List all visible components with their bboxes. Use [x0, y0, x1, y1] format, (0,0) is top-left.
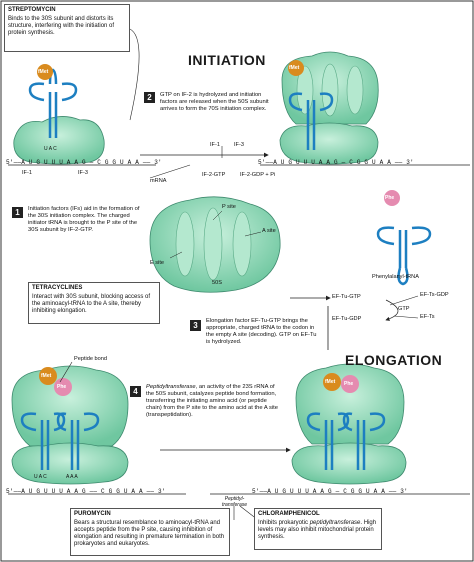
- tetracyclines-box: TETRACYCLINES Interact with 30S subunit,…: [28, 282, 160, 324]
- trna-bottom-right: [306, 412, 386, 470]
- a-site-leader: [244, 231, 262, 237]
- ribosome-70s-top-right: [279, 51, 379, 165]
- if1-label-left: IF-1: [22, 170, 32, 176]
- chloramphenicol-em: peptidyltransferase: [309, 520, 361, 526]
- mrna-seq-left: 5'——A U G U U U A A G — C G G U A A —— 3…: [6, 159, 162, 166]
- chloramphenicol-text: Inhibits prokaryotic peptidyltransferase…: [258, 520, 378, 541]
- step-4-text: Peptidyltransferase, an activity of the …: [146, 384, 278, 419]
- ef-ts-label: EF-Ts: [420, 314, 435, 320]
- trna-top-left: [28, 68, 78, 138]
- phe-trna-label: Phenylalanyl-tRNA: [372, 274, 419, 280]
- puromycin-text: Bears a structural resemblance to aminoa…: [74, 520, 225, 547]
- if2gdp-label: IF-2-GDP + Pi: [240, 172, 276, 178]
- phe-ball-bottom-left: [54, 378, 72, 396]
- tetracyclines-title: TETRACYCLINES: [32, 285, 83, 291]
- phe-label-2: Phe: [57, 384, 67, 390]
- mrna-pointer: [149, 164, 191, 179]
- peptide-bond-label: Peptide bond: [74, 356, 107, 362]
- step-3-text: Elongation factor EF-Tu-GTP brings the a…: [206, 318, 317, 345]
- fmet-label-4: fMet: [325, 379, 336, 385]
- step-4-badge: 4: [130, 386, 141, 397]
- ef-tu-gdp-label: EF-Tu-GDP: [332, 316, 362, 322]
- step-2-badge: 2: [144, 92, 155, 103]
- mrna-seq-right: 5'——A U G U U U A A G — C G G U A A —— 3…: [258, 159, 414, 166]
- fmet-ball-bottom-left: [39, 367, 57, 385]
- streptomycin-title: STREPTOMYCIN: [8, 7, 56, 13]
- e-site-leader: [169, 251, 183, 259]
- gtp-label: GTP: [398, 306, 410, 312]
- if3-label-left: IF-3: [78, 170, 88, 176]
- streptomycin-pointer: [125, 27, 140, 121]
- trna-top-right: [288, 92, 334, 150]
- fmet-label-1: fMet: [38, 69, 49, 75]
- initiation-title: INITIATION: [188, 52, 266, 68]
- step-4-body: , an activity of the 23S rRNA of the 50S…: [146, 384, 279, 418]
- chloramphenicol-text-2: . High levels may also inhibit mitochond…: [258, 520, 377, 540]
- a-site-label: A site: [262, 228, 276, 234]
- puromycin-box: PUROMYCIN Bears a structural resemblance…: [70, 508, 230, 556]
- ribosome-middle: [149, 196, 281, 293]
- ribosome-bottom-right: [291, 363, 407, 485]
- anticodon-b2: A A A: [66, 474, 78, 480]
- anticodon-b1: U A C: [34, 474, 47, 480]
- fmet-ball-top-left: [37, 64, 53, 80]
- peptidyl-transferase-label: Peptidyl- transferase: [222, 496, 248, 508]
- if1-label-mid: IF-1: [210, 142, 220, 148]
- phe-ball-bottom-right: [341, 375, 359, 393]
- streptomycin-box: STREPTOMYCIN Binds to the 30S subunit an…: [4, 4, 130, 52]
- ef-ts-gdp-leader: [389, 295, 419, 306]
- chloramphenicol-box: CHLORAMPHENICOL Inhibits prokaryotic pep…: [254, 508, 382, 550]
- p-site-label: P site: [222, 204, 236, 210]
- puromycin-title: PUROMYCIN: [74, 511, 111, 517]
- step-4-em: Peptidyltransferase: [146, 384, 196, 390]
- streptomycin-text: Binds to the 30S subunit and distorts it…: [8, 16, 115, 36]
- fmet-ball-top-right: [288, 60, 304, 76]
- step-2-text: GTP on IF-2 is hydrolyzed and initiation…: [160, 92, 269, 112]
- anticodon-top: U A C: [44, 146, 57, 152]
- fmet-ball-bottom-right: [323, 373, 341, 391]
- step-1-text: Initiation factors (IFs) aid in the form…: [28, 206, 140, 233]
- phe-trna: [376, 226, 432, 286]
- fmet-label-3: fMet: [41, 373, 52, 379]
- phe-ball-right: [384, 190, 400, 206]
- elongation-title: ELONGATION: [345, 352, 443, 368]
- step-3-badge: 3: [190, 320, 201, 331]
- mrna-label: mRNA: [150, 178, 167, 184]
- peptide-bond-leader: [59, 361, 73, 383]
- p-site-leader: [212, 210, 223, 221]
- phe-label-3: Phe: [344, 381, 354, 387]
- fmet-label-2: fMet: [289, 65, 300, 71]
- ef-ts-leader: [393, 315, 419, 319]
- step-1-badge: 1: [12, 207, 23, 218]
- chloramphenicol-title: CHLORAMPHENICOL: [258, 511, 320, 517]
- if3-label-mid: IF-3: [234, 142, 244, 148]
- tetracyclines-text: Interact with 30S subunit, blocking acce…: [32, 294, 151, 314]
- ef-tu-gtp-label: EF-Tu-GTP: [332, 294, 361, 300]
- mrna-seq-bottom-right: 5'——A U G U U U A A G — C G G U A A —— 3…: [252, 488, 408, 495]
- e-site-label: E site: [150, 260, 164, 266]
- ef-ts-gdp-label: EF-Ts-GDP: [420, 292, 449, 298]
- 50s-label: 50S: [212, 280, 222, 286]
- ef-cycle-arrow: [385, 299, 399, 321]
- chloramphenicol-text-1: Inhibits prokaryotic: [258, 520, 310, 526]
- trna-bottom-left: [20, 412, 100, 470]
- mrna-seq-bottom-left: 5'——A U G U U U A A G —— C G G U A A —— …: [6, 488, 166, 495]
- small-subunit-top-left: [13, 116, 105, 165]
- phe-label-1: Phe: [385, 195, 395, 201]
- if2gtp-label: IF-2-GTP: [202, 172, 226, 178]
